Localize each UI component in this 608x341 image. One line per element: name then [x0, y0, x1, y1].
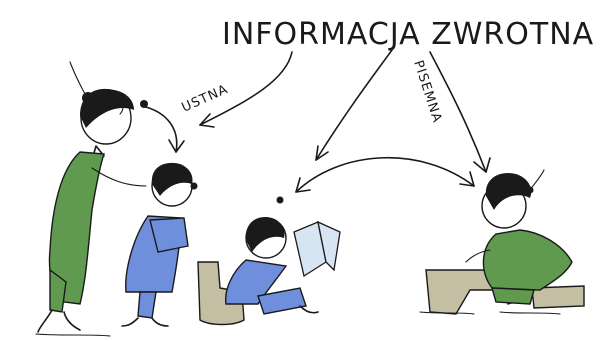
arrow-written-right — [429, 51, 491, 173]
arrow-peer — [295, 156, 475, 193]
student-reading-figure — [197, 196, 341, 326]
ground-lines — [35, 311, 561, 337]
student-standing-figure — [121, 162, 198, 327]
label-oral: USTNA — [180, 82, 231, 116]
student-writing-figure — [425, 169, 585, 315]
title-text: INFORMACJA ZWROTNA — [222, 17, 594, 52]
teacher-figure — [37, 61, 148, 333]
arrow-oral — [141, 51, 293, 153]
arrow-written-left — [315, 49, 393, 161]
